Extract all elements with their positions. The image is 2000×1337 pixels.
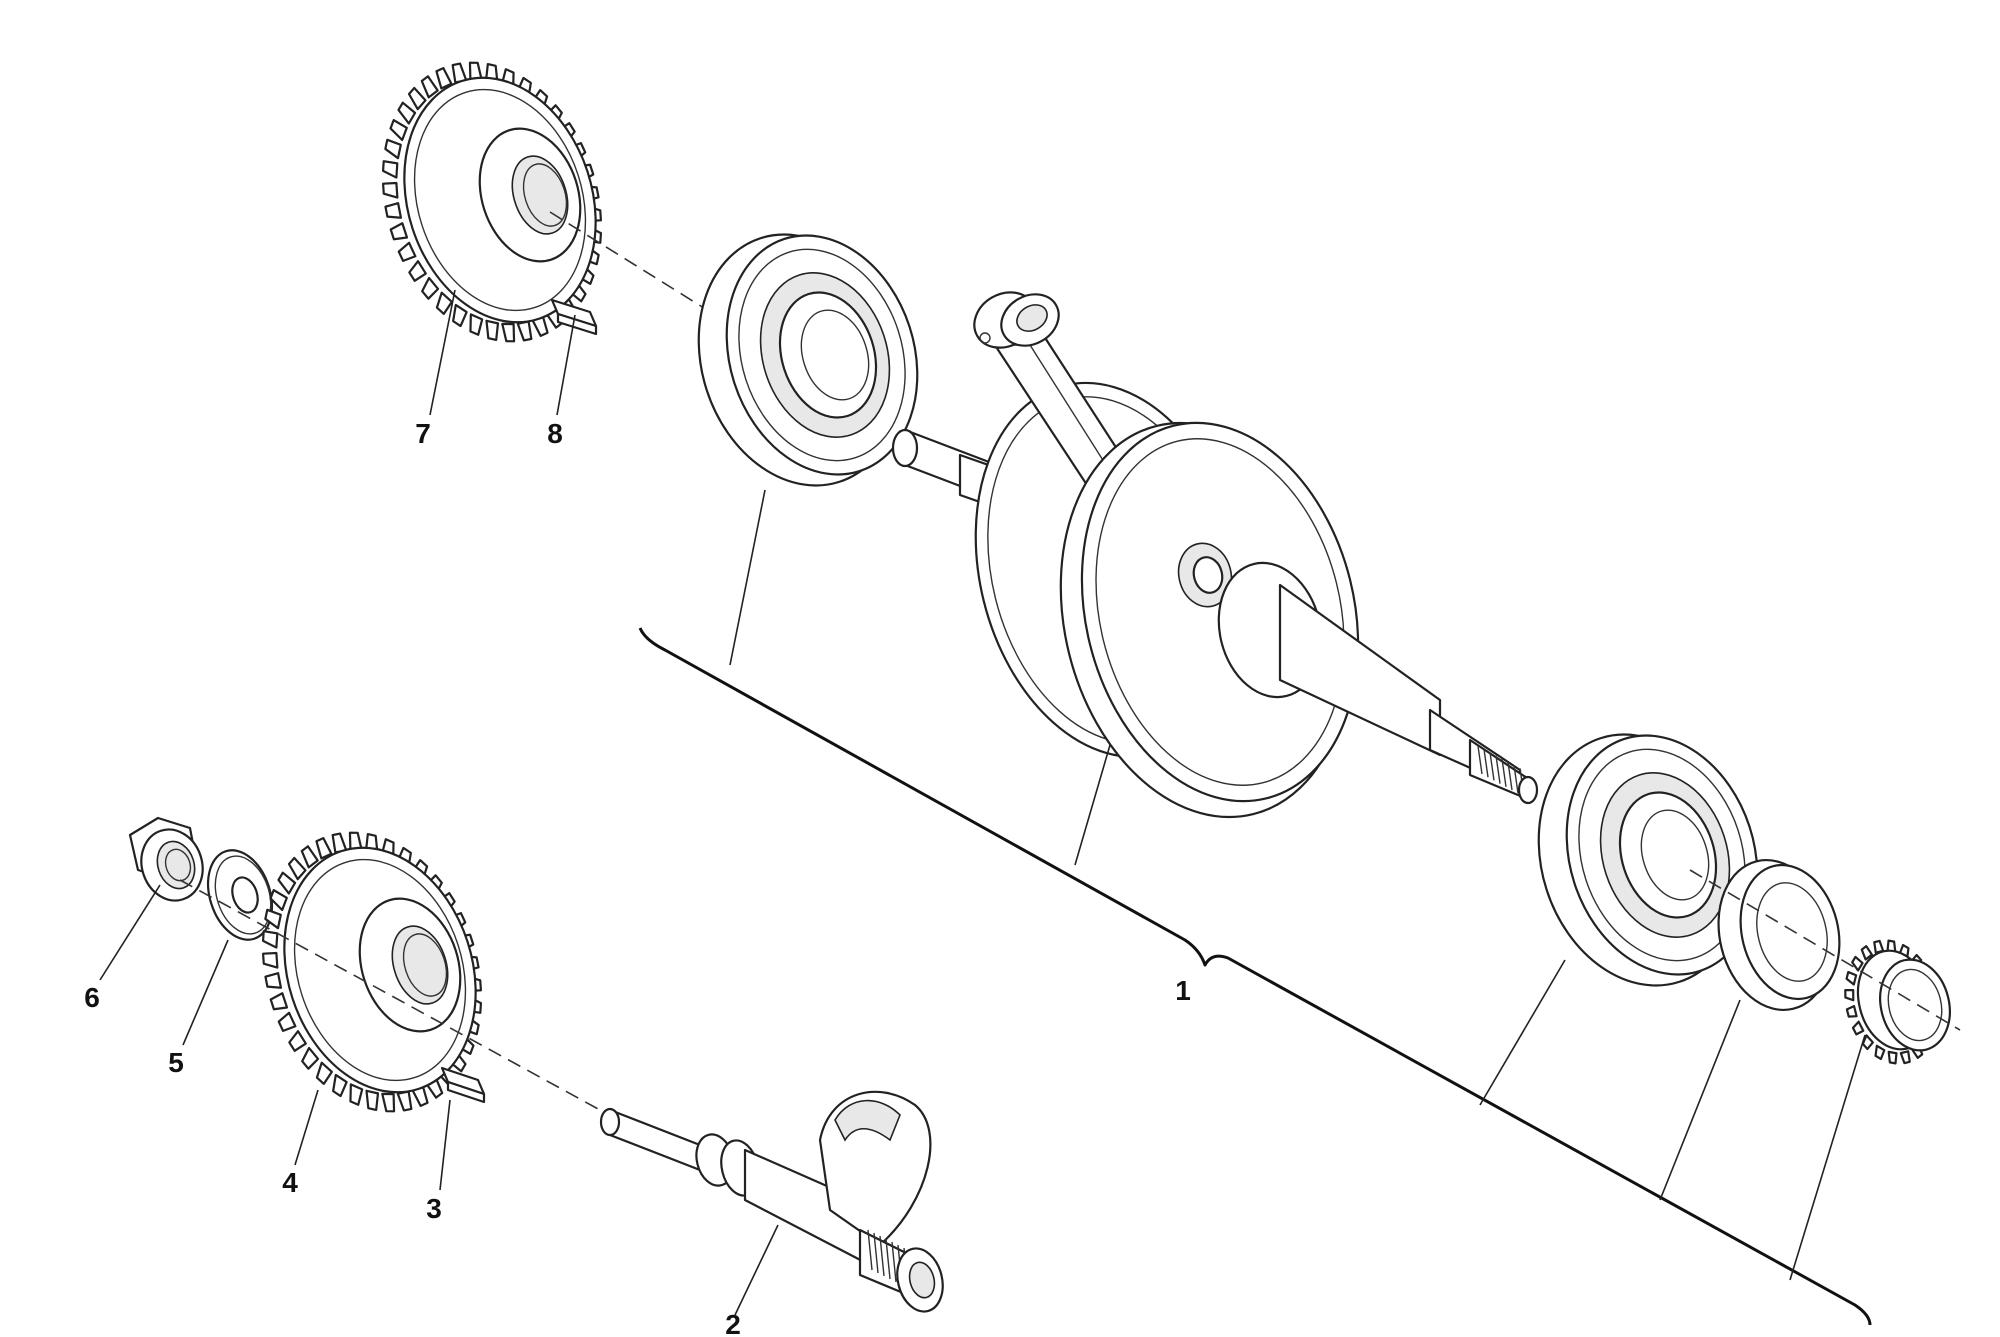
- lower-gear[interactable]: [254, 823, 506, 1118]
- upper-key[interactable]: [550, 298, 598, 336]
- upper-bearing[interactable]: [667, 208, 947, 512]
- callout-5: 5: [168, 1047, 184, 1078]
- callout-3: 3: [426, 1193, 442, 1224]
- callout-7: 7: [415, 418, 431, 449]
- assembly-bracket: [638, 627, 1872, 1326]
- spacer-ring[interactable]: [1703, 848, 1853, 1022]
- lower-bearing[interactable]: [1507, 708, 1787, 1012]
- callout-4: 4: [282, 1167, 298, 1198]
- upper-gear[interactable]: [374, 53, 626, 348]
- upper-axis-line: [549, 211, 721, 319]
- balance-shaft[interactable]: [599, 1090, 949, 1317]
- crankshaft-assembly[interactable]: [891, 281, 1539, 847]
- nut[interactable]: [128, 816, 212, 909]
- washer[interactable]: [197, 842, 282, 948]
- callout-6: 6: [84, 982, 100, 1013]
- lower-key[interactable]: [440, 1066, 486, 1104]
- lower-axis-line: [1689, 869, 1961, 1031]
- callout-1: 1: [1175, 975, 1191, 1006]
- leader-lines: [99, 289, 1866, 1316]
- lower-left-axis-line: [179, 879, 601, 1111]
- callout-2: 2: [725, 1309, 741, 1337]
- callout-8: 8: [547, 418, 563, 449]
- small-drive-gear[interactable]: [1844, 939, 1959, 1065]
